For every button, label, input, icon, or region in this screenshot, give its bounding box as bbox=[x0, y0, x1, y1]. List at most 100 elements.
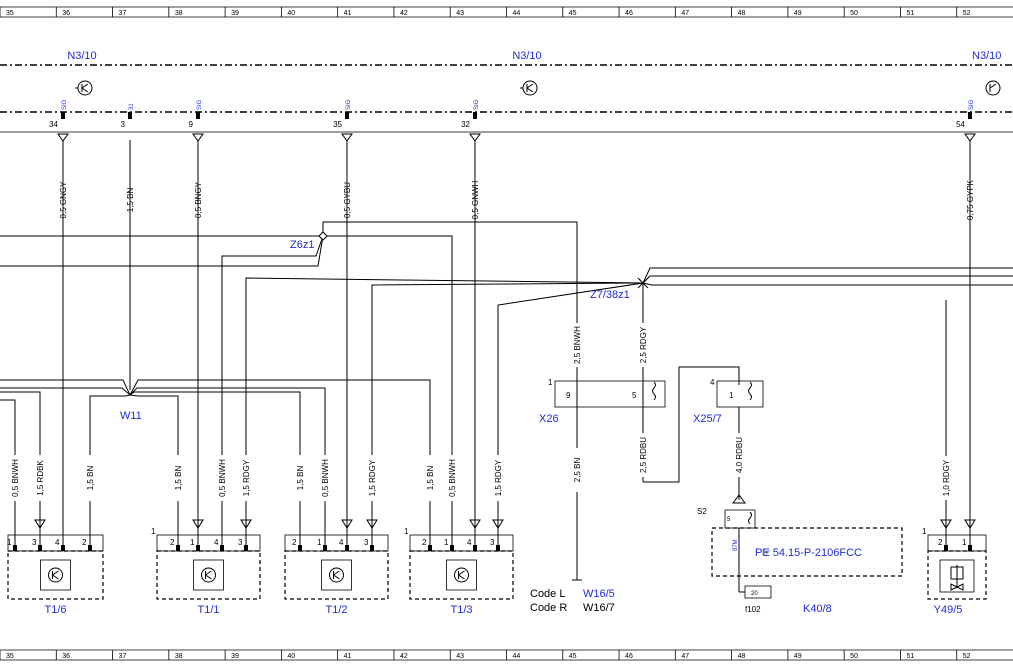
splice-z7-label: Z7/38z1 bbox=[590, 289, 630, 301]
component-pin bbox=[88, 545, 92, 551]
ecu-pin bbox=[473, 112, 477, 119]
component-pin-number: 3 bbox=[32, 538, 37, 547]
arrow-icon bbox=[940, 519, 952, 529]
component-pin bbox=[450, 545, 454, 551]
wire-label: 1,5 RDGY bbox=[368, 459, 377, 496]
ecu-pin-number: 9 bbox=[189, 120, 194, 129]
transistor-icon bbox=[321, 559, 352, 591]
ruler-number: 43 bbox=[456, 10, 464, 17]
component-housing bbox=[156, 550, 261, 600]
relay-reference-link[interactable]: PE 54.15-P-2106FCC bbox=[755, 547, 862, 559]
ruler-number: 36 bbox=[62, 10, 70, 17]
ruler-number: 40 bbox=[287, 10, 295, 17]
relay-pin87m: 87M bbox=[733, 539, 739, 551]
component-num: 1 bbox=[922, 527, 927, 536]
ecu-label: N3/10 bbox=[512, 50, 541, 62]
arrow-icon bbox=[192, 133, 204, 142]
transistor-icon bbox=[329, 567, 344, 583]
ecu-pin-number: 34 bbox=[49, 120, 58, 129]
ruler-number: 41 bbox=[344, 653, 352, 660]
component-pin-number: 3 bbox=[238, 538, 243, 547]
transistor-icon bbox=[520, 80, 538, 96]
arrow-icon bbox=[341, 519, 353, 529]
wire-label: 2,5 BN bbox=[573, 458, 582, 483]
fuse-number: 20 bbox=[751, 591, 758, 597]
arrow-icon bbox=[341, 133, 353, 142]
component-pin-number: 2 bbox=[422, 538, 427, 547]
code-l-ref: W16/5 bbox=[583, 588, 615, 600]
component-pin bbox=[38, 545, 42, 551]
arrow-icon bbox=[964, 133, 976, 142]
arrow-icon bbox=[34, 519, 46, 529]
wire-label: 1,5 RDGY bbox=[242, 459, 251, 496]
splice-z6-wires bbox=[0, 221, 578, 545]
component-pin-number: 1 bbox=[7, 538, 12, 547]
ruler-number: 41 bbox=[344, 10, 352, 17]
ruler-number: 50 bbox=[850, 653, 858, 660]
transistor-icon bbox=[985, 80, 1001, 96]
ruler-number: 47 bbox=[681, 653, 689, 660]
component-pin-number: 4 bbox=[214, 538, 219, 547]
ecu-pin-number: 3 bbox=[121, 120, 126, 129]
wire-label: 4,0 RDBU bbox=[735, 437, 744, 473]
component-pin bbox=[345, 545, 349, 551]
ruler-number: 50 bbox=[850, 10, 858, 17]
component-pin bbox=[496, 545, 500, 551]
relay-s2: S2 bbox=[697, 507, 707, 516]
arrow-icon bbox=[240, 519, 252, 529]
ecu-label: N3/10 bbox=[67, 50, 96, 62]
x26-num: 1 bbox=[548, 378, 553, 387]
component-pin bbox=[61, 545, 65, 551]
component-label: Y49/5 bbox=[934, 604, 963, 616]
ruler-number: 44 bbox=[513, 10, 521, 17]
x26-pin-a: 9 bbox=[566, 391, 571, 400]
component-housing bbox=[409, 550, 514, 600]
component-pin-number: 1 bbox=[444, 538, 449, 547]
ecu-pin bbox=[968, 112, 972, 119]
component-num: 1 bbox=[151, 527, 156, 536]
splice-z7-wires bbox=[245, 267, 1013, 545]
component-housing bbox=[927, 550, 987, 600]
ecu-pin bbox=[128, 112, 132, 119]
component-label: T1/6 bbox=[44, 604, 66, 616]
ecu-pin bbox=[61, 112, 65, 119]
component-pin bbox=[298, 545, 302, 551]
component-pin-number: 2 bbox=[170, 538, 175, 547]
ruler-number: 51 bbox=[906, 10, 914, 17]
component-connector bbox=[927, 534, 987, 552]
wire-label: 1,5 BN bbox=[426, 466, 435, 491]
wire-label: 0,5 BNWH bbox=[321, 459, 330, 497]
code-r-ref: W16/7 bbox=[583, 602, 615, 614]
wire-label: 2,5 RDGY bbox=[639, 326, 648, 363]
ecu-pin-sig: SIG bbox=[62, 99, 68, 110]
wire-label: 1,5 RDBK bbox=[36, 460, 45, 496]
arrow-icon bbox=[469, 519, 481, 529]
ruler-number: 35 bbox=[6, 10, 14, 17]
component-pin bbox=[13, 545, 17, 551]
splice-z6-label: Z6z1 bbox=[290, 239, 314, 251]
transistor-icon bbox=[446, 559, 477, 591]
ruler-number: 36 bbox=[62, 653, 70, 660]
ruler-number: 37 bbox=[119, 653, 127, 660]
component-pin bbox=[244, 545, 248, 551]
x25-label: X25/7 bbox=[693, 413, 722, 425]
wire-label: 0,5 BNWH bbox=[218, 459, 227, 497]
ecu-pin bbox=[196, 112, 200, 119]
component-pin bbox=[944, 545, 948, 551]
ecu-pin-number: 54 bbox=[956, 120, 965, 129]
component-pin-number: 4 bbox=[55, 538, 60, 547]
component-label: T1/2 bbox=[325, 604, 347, 616]
component-pin bbox=[176, 545, 180, 551]
component-pin-number: 1 bbox=[317, 538, 322, 547]
component-pin-number: 2 bbox=[938, 538, 943, 547]
component-pin bbox=[323, 545, 327, 551]
wire-label: 1,5 RDGY bbox=[494, 459, 503, 496]
component-pin-number: 1 bbox=[962, 538, 967, 547]
ground-bundle-w11 bbox=[0, 379, 431, 545]
component-pin bbox=[428, 545, 432, 551]
component-num: 1 bbox=[404, 527, 409, 536]
component-pin bbox=[196, 545, 200, 551]
ecu-pin-sig: SIG bbox=[197, 99, 203, 110]
